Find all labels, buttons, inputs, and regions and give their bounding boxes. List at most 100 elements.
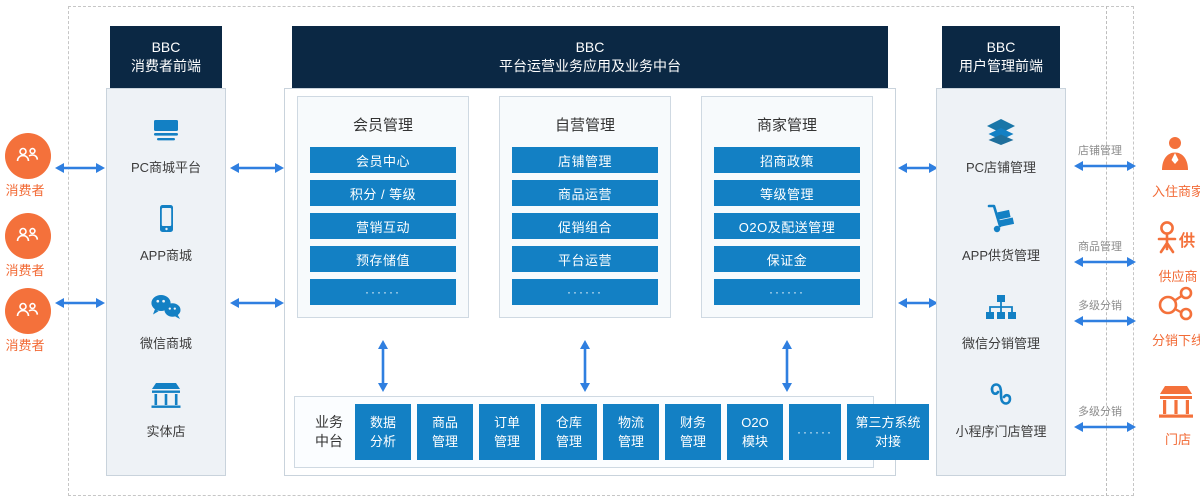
mobile-phone-icon: [107, 199, 225, 239]
left-item-label: APP商城: [139, 248, 192, 263]
right-item-mini-program-store-management[interactable]: 小程序门店管理: [937, 375, 1065, 440]
module-row[interactable]: 平台运营: [512, 246, 658, 272]
right-panel-header-line2: 用户管理前端: [959, 58, 1043, 74]
module-row[interactable]: 预存储值: [310, 246, 456, 272]
arrow-left-panel-to-center: [230, 160, 284, 176]
center-panel-header: BBC 平台运营业务应用及业务中台: [292, 26, 888, 88]
cell-line2: 对接: [874, 434, 901, 449]
consumer-group-icon: [5, 213, 51, 259]
cell-line2: 分析: [369, 434, 396, 449]
module-row[interactable]: 商品运营: [512, 180, 658, 206]
module-title: 会员管理: [352, 117, 413, 134]
module-row[interactable]: 店铺管理: [512, 147, 658, 173]
left-item-label: 微信商城: [139, 336, 192, 351]
platform-cell-third-party-integration[interactable]: 第三方系统 对接: [847, 404, 929, 460]
module-row[interactable]: 等级管理: [714, 180, 860, 206]
actor-consumer-1: 消费者: [0, 133, 56, 198]
right-panel-header: BBC 用户管理前端: [942, 26, 1060, 88]
center-panel-header-line1: BBC: [575, 39, 605, 55]
platform-cell-o2o-module[interactable]: O2O 模块: [727, 404, 783, 460]
module-row-more[interactable]: ······: [310, 279, 456, 305]
left-panel-header-line2: 消费者前端: [131, 58, 201, 74]
arrow-right-3: [1074, 313, 1136, 329]
consumer-group-icon: [5, 288, 51, 334]
actor-supplier: 供 供应商: [1150, 219, 1200, 284]
left-item-label: PC商城平台: [130, 160, 202, 175]
cell-line1: 数据: [369, 415, 396, 430]
middle-platform-label-line2: 中台: [315, 433, 343, 449]
supplier-person-icon: 供: [1155, 219, 1200, 265]
arrow-left-panel-to-center-2: [230, 295, 284, 311]
platform-cell-data-analysis[interactable]: 数据 分析: [355, 404, 411, 460]
left-panel-header: BBC 消费者前端: [110, 26, 222, 88]
cell-line1: 物流: [617, 415, 644, 430]
module-row[interactable]: 积分 / 等级: [310, 180, 456, 206]
arrow-label-product-management: 商品管理: [1078, 241, 1122, 253]
right-item-label: 小程序门店管理: [955, 424, 1047, 439]
arrow-center-to-right-panel: [898, 160, 938, 176]
actor-label: 消费者: [5, 183, 45, 198]
actor-label: 分销下线: [1151, 333, 1200, 348]
cell-line2: 管理: [431, 434, 458, 449]
merchant-person-icon: [1155, 134, 1200, 180]
actor-resident-merchant: 入住商家: [1150, 134, 1200, 199]
right-item-label: 微信分销管理: [961, 336, 1040, 351]
arrow-label-shop-management: 店铺管理: [1078, 145, 1122, 157]
module-member-management: 会员管理 会员中心 积分 / 等级 营销互动 预存储值 ······: [297, 96, 469, 318]
left-item-wechat-mall[interactable]: 微信商城: [107, 287, 225, 352]
right-item-label: PC店铺管理: [965, 160, 1037, 175]
layers-icon: [937, 111, 1065, 151]
arrow-consumer3-to-frontend: [55, 295, 105, 311]
consumer-group-icon: [5, 133, 51, 179]
cell-line2: 管理: [493, 434, 520, 449]
arrow-right-1: [1074, 158, 1136, 174]
module-self-operated-management: 自营管理 店铺管理 商品运营 促销组合 平台运营 ······: [499, 96, 671, 318]
storefront-icon: [107, 375, 225, 415]
module-row-more[interactable]: ······: [714, 279, 860, 305]
arrow-label-multilevel-distribution-1: 多级分销: [1078, 300, 1122, 312]
module-row[interactable]: 保证金: [714, 246, 860, 272]
module-row[interactable]: 会员中心: [310, 147, 456, 173]
cell-line1: 仓库: [555, 415, 582, 430]
right-dashed-divider: [1106, 6, 1107, 496]
module-title: 商家管理: [756, 117, 817, 134]
actor-distribution-downline: 分销下线: [1150, 283, 1200, 348]
left-item-app-mall[interactable]: APP商城: [107, 199, 225, 264]
module-row[interactable]: 促销组合: [512, 213, 658, 239]
platform-cell-warehouse-management[interactable]: 仓库 管理: [541, 404, 597, 460]
left-panel-header-line1: BBC: [151, 39, 181, 55]
arrow-module3-to-platform: [779, 340, 795, 392]
platform-cell-product-management[interactable]: 商品 管理: [417, 404, 473, 460]
cell-line1: ······: [797, 424, 833, 439]
hand-truck-icon: [937, 199, 1065, 239]
shop-building-icon: [1155, 382, 1200, 428]
platform-cell-order-management[interactable]: 订单 管理: [479, 404, 535, 460]
cell-line1: 第三方系统: [855, 415, 921, 430]
module-row-more[interactable]: ······: [512, 279, 658, 305]
left-item-physical-store[interactable]: 实体店: [107, 375, 225, 440]
cell-line1: 订单: [493, 415, 520, 430]
monitor-icon: [107, 111, 225, 151]
module-merchant-management: 商家管理 招商政策 等级管理 O2O及配送管理 保证金 ······: [701, 96, 873, 318]
module-row[interactable]: O2O及配送管理: [714, 213, 860, 239]
actor-label: 门店: [1164, 432, 1191, 447]
right-item-wechat-distribution-management[interactable]: 微信分销管理: [937, 287, 1065, 352]
left-item-pc-mall[interactable]: PC商城平台: [107, 111, 225, 176]
outer-dashed-frame: [68, 6, 1134, 496]
platform-cell-logistics-management[interactable]: 物流 管理: [603, 404, 659, 460]
module-row[interactable]: 营销互动: [310, 213, 456, 239]
platform-cell-more[interactable]: ······: [789, 404, 841, 460]
actor-consumer-2: 消费者: [0, 213, 56, 278]
mini-program-icon: [937, 375, 1065, 415]
platform-cell-finance-management[interactable]: 财务 管理: [665, 404, 721, 460]
right-item-app-supply-management[interactable]: APP供货管理: [937, 199, 1065, 264]
middle-platform-label-line1: 业务: [315, 414, 343, 430]
middle-platform-label: 业务 中台: [303, 413, 355, 451]
module-row[interactable]: 招商政策: [714, 147, 860, 173]
right-item-pc-shop-management[interactable]: PC店铺管理: [937, 111, 1065, 176]
cell-line1: 商品: [431, 415, 458, 430]
left-panel-body: PC商城平台 APP商城: [106, 88, 226, 476]
share-network-icon: [1155, 283, 1200, 329]
cell-line2: 管理: [679, 434, 706, 449]
